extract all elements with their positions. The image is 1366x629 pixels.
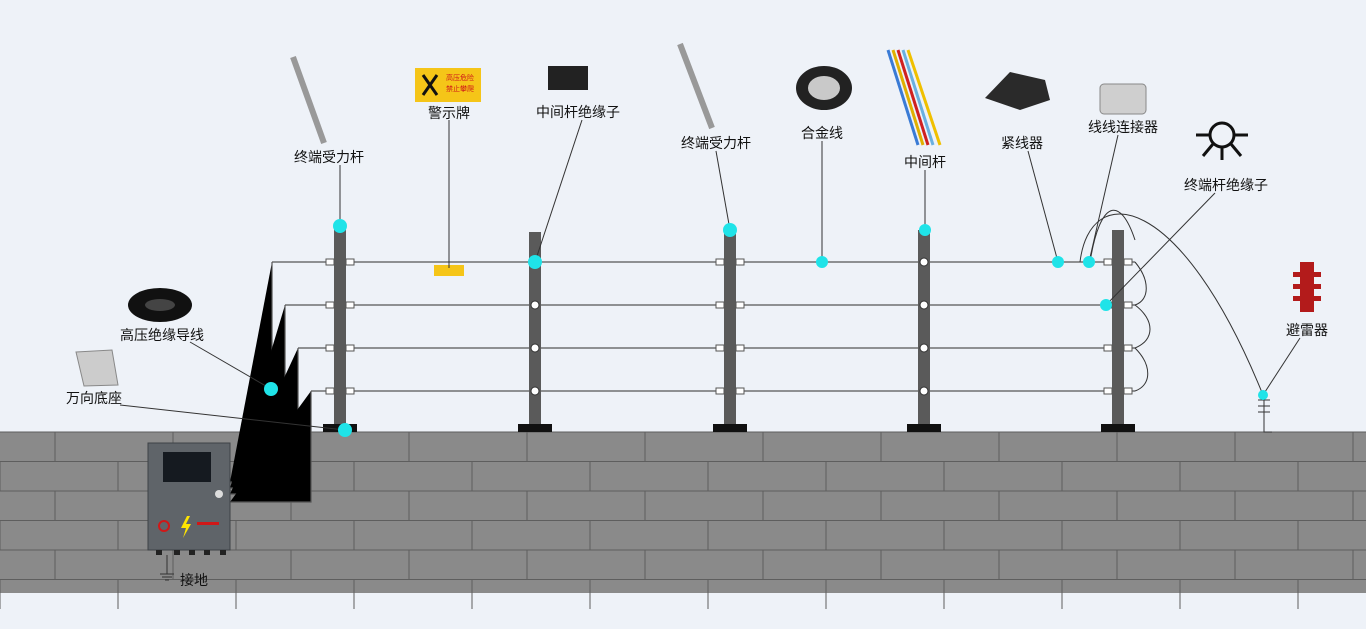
warning-sign-image: 高压危险 禁止攀爬 <box>415 68 481 276</box>
terminal-post <box>323 228 357 432</box>
mid-insulator-image <box>548 66 588 90</box>
label-terminal-post-insulator: 终端杆绝缘子 <box>1184 178 1268 194</box>
lightning-arrester-image <box>1293 262 1321 312</box>
label-lightning-arrester: 避雷器 <box>1286 323 1328 339</box>
fence-posts <box>323 228 1135 432</box>
universal-base-image <box>75 349 119 387</box>
label-mid-post: 中间杆 <box>904 155 946 171</box>
label-alloy-wire: 合金线 <box>801 126 843 142</box>
label-mid-post-insulator: 中间杆绝缘子 <box>536 105 620 121</box>
terminal-post-image <box>290 55 327 145</box>
svg-text:高压危险: 高压危险 <box>446 73 474 82</box>
terminal-post <box>1101 230 1135 432</box>
label-terminal-post-2: 终端受力杆 <box>681 136 751 152</box>
highlight-dots <box>264 219 1268 437</box>
component-images <box>75 42 1321 433</box>
label-hv-insulated-wire: 高压绝缘导线 <box>120 327 204 344</box>
label-grounding: 接地 <box>180 572 208 589</box>
terminal-post-image <box>677 42 715 130</box>
fence-controller-box[interactable] <box>147 442 231 581</box>
label-tensioner: 紧线器 <box>1001 136 1043 152</box>
mid-post <box>518 232 552 432</box>
tensioner-image <box>985 72 1050 110</box>
label-warning-sign: 警示牌 <box>428 105 470 122</box>
label-wire-connector: 线线连接器 <box>1088 119 1158 136</box>
terminal-insulator-image <box>1196 121 1248 160</box>
label-universal-base: 万向底座 <box>66 391 122 407</box>
label-terminal-post-1: 终端受力杆 <box>294 150 364 166</box>
mid-post-colored-image <box>886 49 942 146</box>
svg-text:禁止攀爬: 禁止攀爬 <box>446 84 474 93</box>
terminal-post <box>713 228 747 432</box>
leader-lines <box>119 119 1301 431</box>
mid-post <box>907 230 941 432</box>
wire-connector-image <box>1099 83 1147 115</box>
